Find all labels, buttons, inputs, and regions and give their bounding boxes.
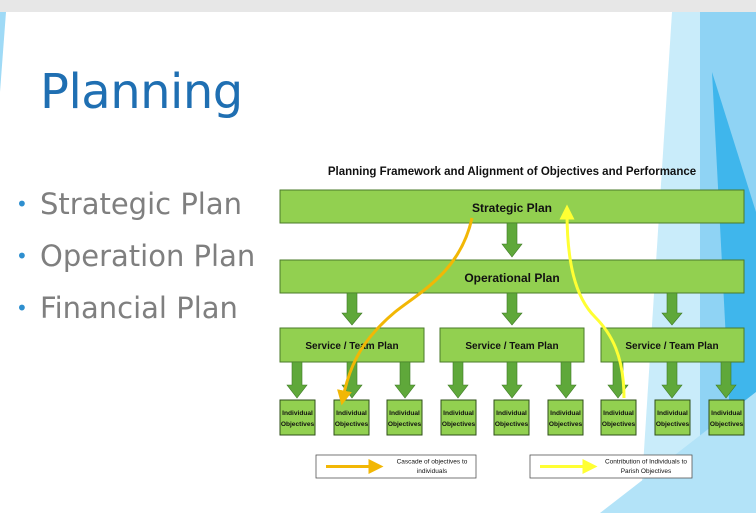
individual-label-line1: Individual (443, 410, 474, 417)
individual-label-line2: Objectives (335, 421, 369, 428)
bullet-text: Strategic Plan (40, 187, 243, 221)
bullet-item: • Financial Plan (16, 288, 255, 340)
individual-objective-box (440, 399, 477, 436)
legend-cascade: Cascade of objectives to individuals (315, 454, 477, 479)
flow-arrow-icon (341, 292, 363, 326)
bullet-item: • Strategic Plan (16, 184, 255, 236)
individual-objective-box (386, 399, 423, 436)
flow-arrow-icon (394, 361, 416, 399)
service-plan-box (279, 327, 425, 363)
flow-arrow-icon (661, 361, 683, 399)
individual-label-line2: Objectives (442, 421, 476, 428)
flow-arrow-icon (501, 292, 523, 326)
legend-contribution-line1: Contribution of Individuals to (605, 459, 687, 466)
service-plan-label: Service / Team Plan (625, 341, 718, 352)
flow-arrow-icon (286, 361, 308, 399)
bullet-dot-icon: • (16, 244, 28, 268)
individual-objectives-row: Individual Objectives Individual Objecti… (279, 399, 745, 436)
individual-label-line1: Individual (389, 410, 420, 417)
individual-objective-box (708, 399, 745, 436)
bullet-text: Operation Plan (40, 239, 256, 273)
bullet-dot-icon: • (16, 192, 28, 216)
flow-arrow-icon (661, 292, 683, 326)
bullet-text: Financial Plan (40, 291, 238, 325)
individual-objective-box (279, 399, 316, 436)
individual-label-line2: Objectives (549, 421, 583, 428)
individual-label-line2: Objectives (656, 421, 690, 428)
legend-cascade-line2: individuals (417, 468, 448, 475)
individual-label-line1: Individual (550, 410, 581, 417)
planning-framework-diagram: Planning Framework and Alignment of Obje… (279, 166, 745, 479)
individual-label-line2: Objectives (281, 421, 315, 428)
flow-arrow-icon (447, 361, 469, 399)
flow-arrow-icon (501, 222, 523, 258)
individual-objective-box (493, 399, 530, 436)
slide-title: Planning (40, 64, 243, 120)
individual-label-line1: Individual (282, 410, 313, 417)
service-plan-box (600, 327, 745, 363)
individual-label-line1: Individual (657, 410, 688, 417)
individual-label-line1: Individual (336, 410, 367, 417)
legend-cascade-line1: Cascade of objectives to (397, 459, 468, 466)
flow-arrow-icon (715, 361, 737, 399)
diagram-title: Planning Framework and Alignment of Obje… (328, 166, 696, 178)
individual-label-line2: Objectives (388, 421, 422, 428)
strategic-plan-label: Strategic Plan (472, 201, 552, 215)
individual-objective-box (600, 399, 637, 436)
individual-label-line2: Objectives (602, 421, 636, 428)
individual-label-line1: Individual (711, 410, 742, 417)
slide: Planning • Strategic Plan • Operation Plan… (0, 12, 756, 513)
service-plan-label: Service / Team Plan (305, 341, 398, 352)
legend-contribution: Contribution of Individuals to Parish Ob… (529, 454, 693, 479)
individual-objective-box (547, 399, 584, 436)
cascade-curve-arrow (337, 217, 474, 406)
individual-label-line1: Individual (603, 410, 634, 417)
flow-arrows (286, 222, 737, 399)
contribution-curve-arrow (559, 204, 626, 399)
flow-arrow-icon (555, 361, 577, 399)
legend-contribution-line2: Parish Objectives (621, 468, 672, 475)
bullet-item: • Operation Plan (16, 236, 255, 288)
bullet-list: • Strategic Plan • Operation Plan • Financi… (16, 184, 255, 340)
individual-label-line2: Objectives (710, 421, 744, 428)
operational-plan-label: Operational Plan (464, 271, 559, 285)
top-bar (0, 0, 756, 12)
individual-objective-box (654, 399, 691, 436)
flow-arrow-icon (501, 361, 523, 399)
individual-objective-box (333, 399, 370, 436)
service-plan-label: Service / Team Plan (465, 341, 558, 352)
legend-contribution-box (529, 454, 693, 479)
decoration-left-edge (0, 12, 6, 92)
bullet-dot-icon: • (16, 296, 28, 320)
service-plan-box (439, 327, 585, 363)
individual-label-line1: Individual (496, 410, 527, 417)
legend-cascade-box (315, 454, 477, 479)
individual-label-line2: Objectives (495, 421, 529, 428)
